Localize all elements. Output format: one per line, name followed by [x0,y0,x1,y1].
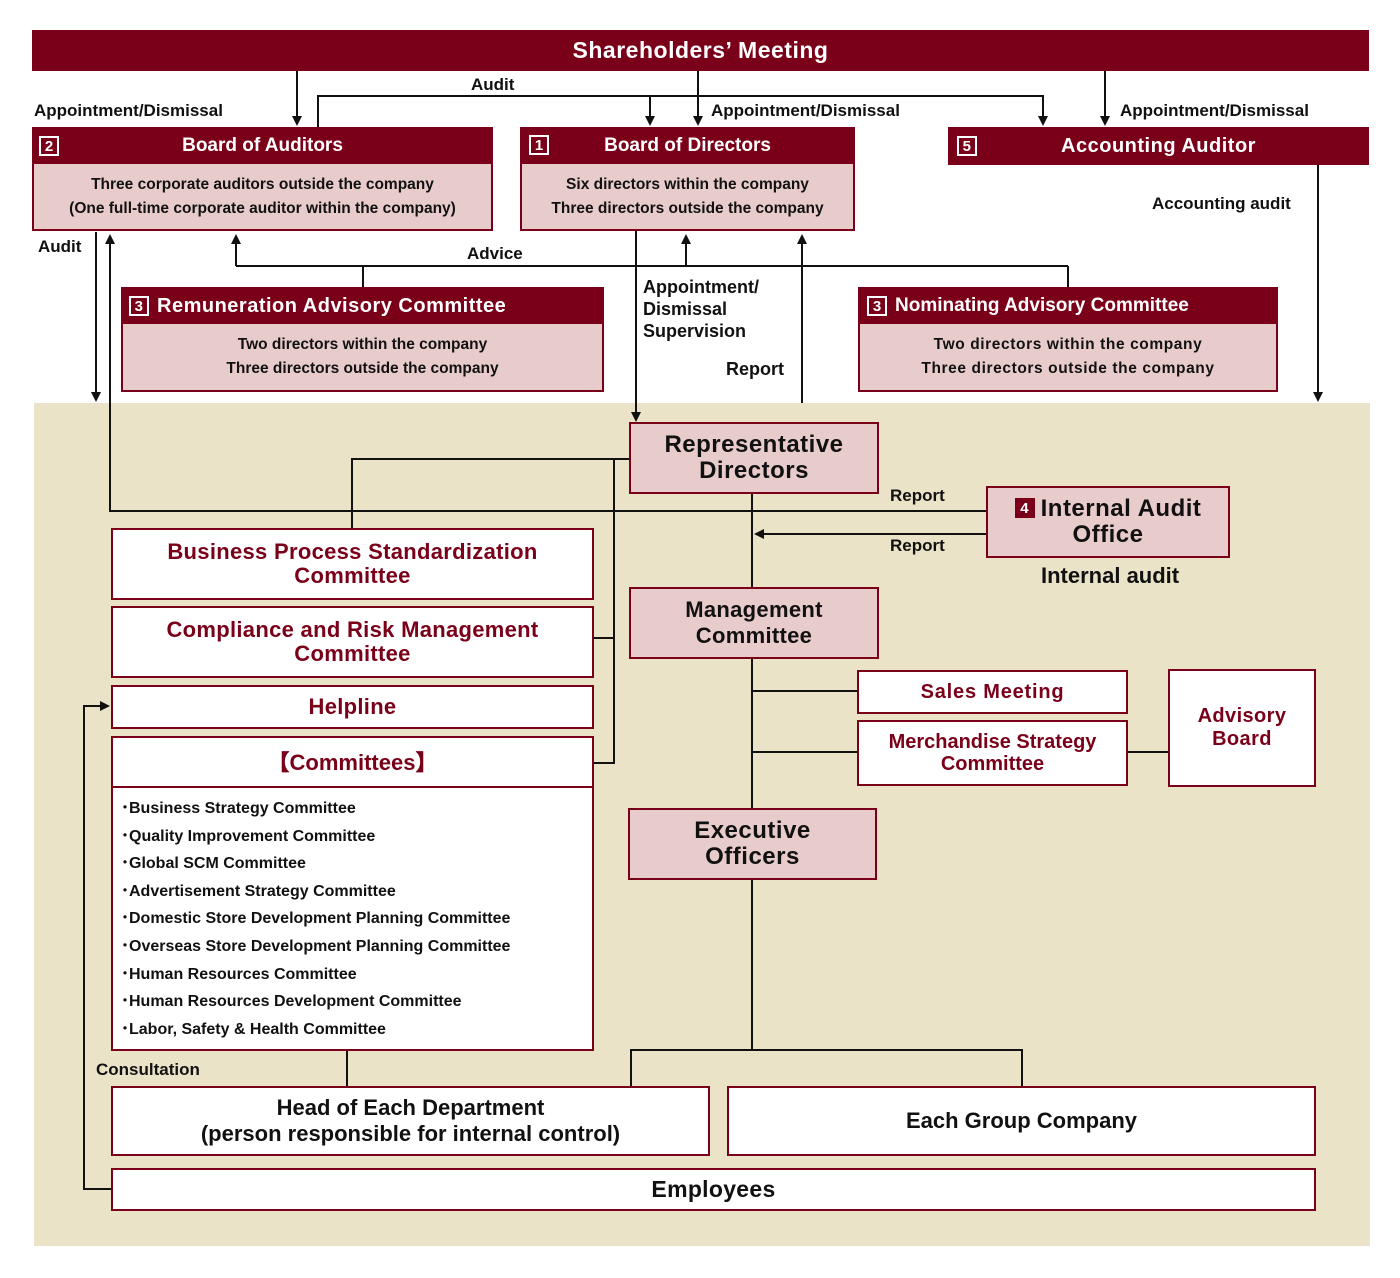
merchandise-line-2: Committee [940,753,1045,775]
committee-item: ･Global SCM Committee [121,855,306,873]
committee-item: ･Human Resources Committee [121,965,357,983]
advisory-board-line-1: Advisory [1197,705,1287,727]
nominating-committee-header: 3 Nominating Advisory Committee [858,287,1278,325]
remuneration-committee-body: Two directors within the company Three d… [121,324,604,392]
audit-label-top: Audit [471,75,515,94]
committee-item: ･Overseas Store Development Planning Com… [121,937,511,955]
committee-item: ･Advertisement Strategy Committee [121,882,396,900]
appointment-label-right: Appointment/Dismissal [1120,101,1309,120]
head-of-department-box: Head of Each Department (person responsi… [111,1086,710,1156]
report-label-1: Report [890,486,945,505]
representative-directors-box: Representative Directors [629,422,879,494]
audit-label-left: Audit [38,237,82,256]
accounting-auditor-title: Accounting Auditor [1061,134,1256,157]
nominating-committee-title: Nominating Advisory Committee [895,295,1189,316]
shareholders-meeting-label: Shareholders’ Meeting [572,37,829,63]
accounting-number-badge: 5 [957,136,977,156]
merchandise-strategy-committee-box: Merchandise Strategy Committee [857,720,1128,786]
management-committee-line-1: Management [685,597,823,622]
bps-line-2: Committee [294,563,411,588]
nominating-line-2: Three directors outside the company [921,360,1215,377]
head-of-department-line-2: (person responsible for internal control… [200,1121,621,1146]
internal-audit-label: Internal audit [1041,563,1180,588]
representative-directors-line-2: Directors [699,457,809,484]
management-committee-box: Management Committee [629,587,879,659]
committee-item: ･Quality Improvement Committee [121,827,376,845]
advice-label: Advice [467,244,523,263]
remuneration-line-2: Three directors outside the company [226,360,499,377]
board-of-auditors-title: Board of Auditors [182,135,343,156]
employees-label: Employees [651,1176,776,1202]
board-of-directors-body: Six directors within the company Three d… [520,164,855,231]
committees-box: 【Committees】 ･Business Strategy Committe… [111,736,594,1051]
group-company-label: Each Group Company [905,1108,1138,1133]
management-committee-line-2: Committee [695,623,813,648]
compliance-risk-committee-box: Compliance and Risk Management Committee [111,606,594,678]
bps-line-1: Business Process Standardization [167,539,538,564]
sales-meeting-label: Sales Meeting [920,680,1065,703]
committee-item: ･Human Resources Development Committee [121,993,462,1011]
directors-line-2: Three directors outside the company [551,199,824,217]
executive-officers-box: Executive Officers [628,808,877,880]
auditors-number-badge: 2 [39,136,59,156]
nominating-number-badge: 3 [867,296,887,316]
committee-item: ･Domestic Store Development Planning Com… [121,910,511,928]
nominating-committee-body: Two directors within the company Three d… [858,324,1278,392]
compliance-line-1: Compliance and Risk Management [166,617,539,642]
auditors-line-1: Three corporate auditors outside the com… [91,175,434,193]
advisory-board-box: Advisory Board [1168,669,1316,787]
directors-number-badge: 1 [529,135,549,155]
directors-line-1: Six directors within the company [566,175,809,193]
shareholders-meeting-bar: Shareholders’ Meeting [32,30,1369,71]
internal-audit-office-line-2: Office [1072,521,1144,548]
executive-officers-line-2: Officers [705,843,800,870]
representative-directors-line-1: Representative [664,431,844,458]
appointment-supervision-line-2: Dismissal [643,299,728,319]
executive-officers-line-1: Executive [694,817,811,844]
merchandise-line-1: Merchandise Strategy [888,731,1097,753]
appointment-supervision-label: Appointment/ Dismissal Supervision [643,276,759,342]
auditors-line-2: (One full-time corporate auditor within … [69,199,456,217]
committee-item: ･Labor, Safety & Health Committee [121,1020,386,1038]
remuneration-committee-title: Remuneration Advisory Committee [157,294,507,317]
report-label-2: Report [890,536,945,555]
internal-audit-office-title: Internal Audit [1040,495,1202,522]
group-company-box: Each Group Company [727,1086,1316,1156]
board-of-directors-header: 1 Board of Directors [520,127,855,165]
committee-item: ･Business Strategy Committee [121,800,356,817]
sales-meeting-box: Sales Meeting [857,670,1128,714]
accounting-auditor-header: 5 Accounting Auditor [948,127,1369,165]
helpline-box: Helpline [111,685,594,729]
employees-box: Employees [111,1168,1316,1211]
advisory-board-line-2: Board [1212,728,1272,750]
appointment-supervision-line-1: Appointment/ [643,277,759,297]
internal-audit-number-badge: 4 [1014,498,1035,518]
committees-title: 【Committees】 [113,738,592,788]
remuneration-committee-header: 3 Remuneration Advisory Committee [121,287,604,325]
remuneration-number-badge: 3 [129,296,149,316]
accounting-audit-label: Accounting audit [1152,194,1291,213]
compliance-line-2: Committee [294,641,411,666]
consultation-label: Consultation [96,1060,200,1079]
appointment-label-left: Appointment/Dismissal [34,101,223,120]
remuneration-line-1: Two directors within the company [237,336,488,353]
head-of-department-line-1: Head of Each Department [276,1095,545,1120]
board-of-auditors-header: 2 Board of Auditors [32,127,493,165]
nominating-line-1: Two directors within the company [933,336,1203,353]
appointment-supervision-line-3: Supervision [643,321,747,341]
board-of-auditors-body: Three corporate auditors outside the com… [32,164,493,231]
report-label-mid: Report [726,359,784,379]
committees-list: ･Business Strategy Committee ･Quality Im… [113,788,592,1043]
business-process-standardization-box: Business Process Standardization Committ… [111,528,594,600]
helpline-label: Helpline [308,694,397,719]
appointment-label-mid: Appointment/Dismissal [711,101,900,120]
board-of-directors-title: Board of Directors [604,135,771,156]
